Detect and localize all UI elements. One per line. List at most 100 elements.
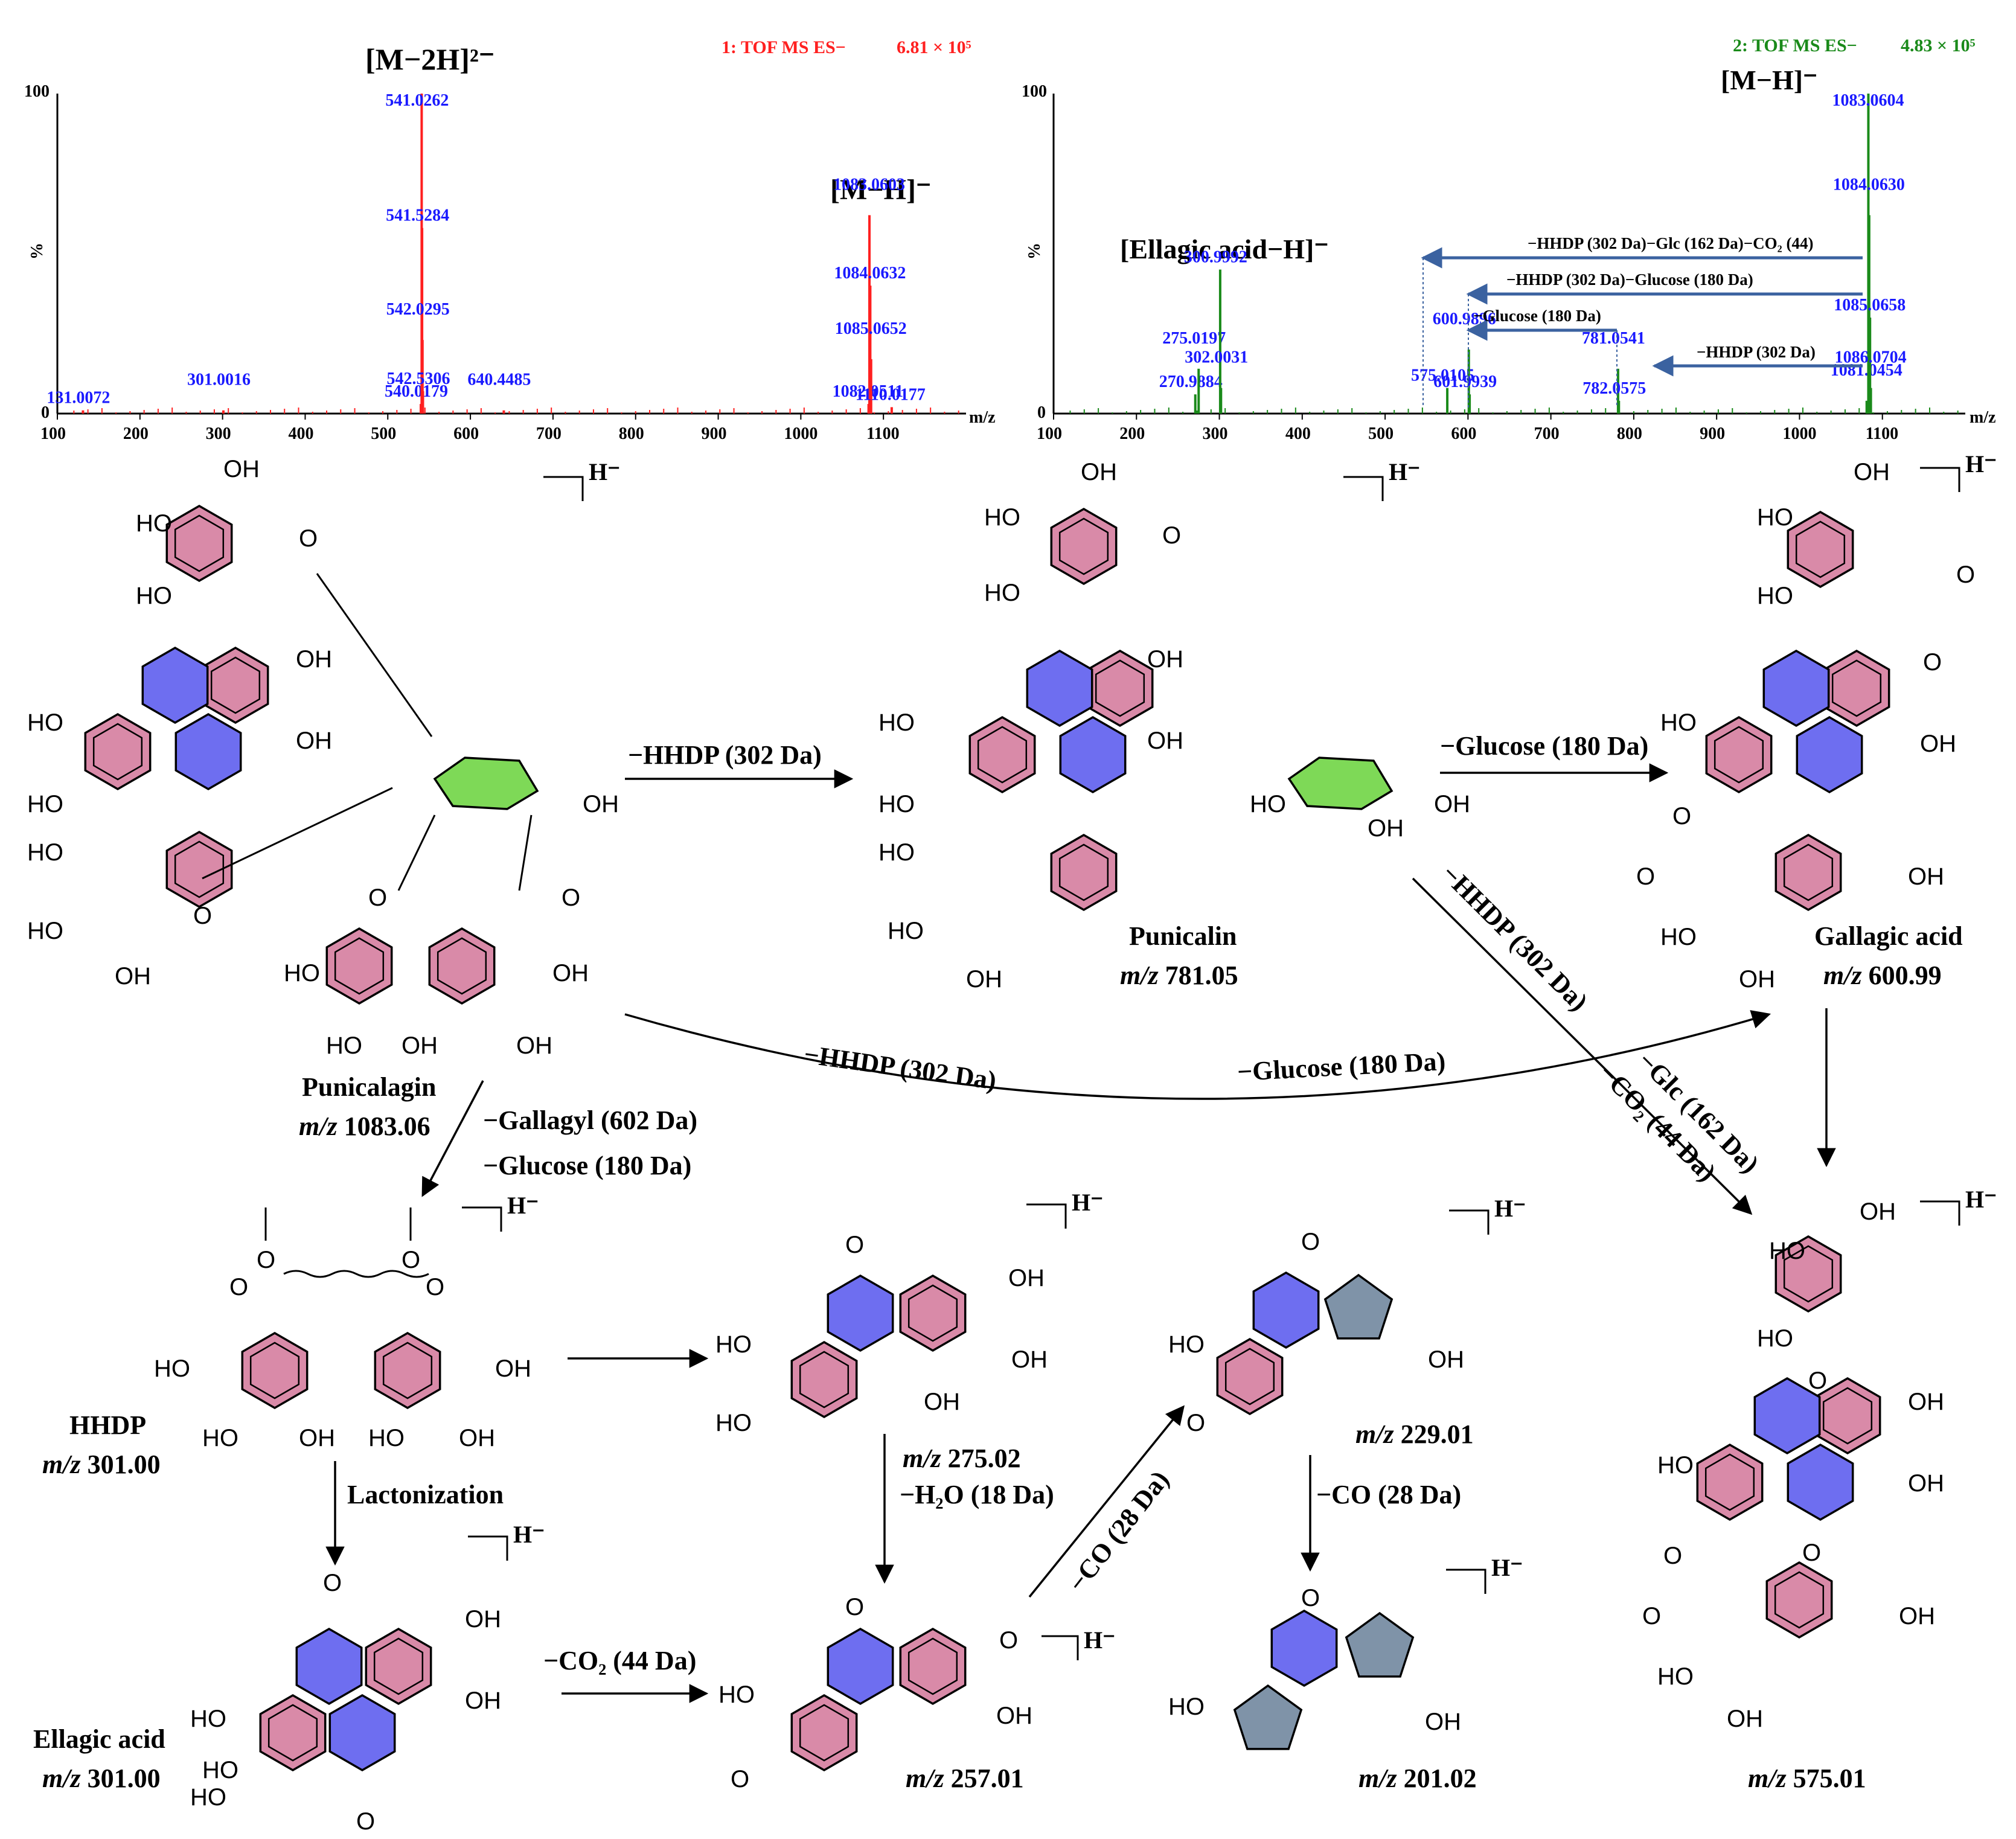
ellagic-structure: O OH OH HO HO HO O: [190, 1570, 501, 1835]
svg-text:OH: OH: [1147, 728, 1183, 754]
glucose-ring-icon: [1287, 756, 1394, 810]
nl-label-2: −HHDP (302 Da)−Glucose (180 Da): [1506, 270, 1753, 289]
neutral-loss-arrows: [1421, 247, 1863, 408]
spectrum1-x-unit: m/z: [969, 408, 996, 427]
svg-text:HO: HO: [1660, 924, 1697, 950]
spectrum2-ion-ellagic: [Ellagic acid−H]⁻: [1120, 234, 1329, 264]
spectrum2-y-top: 100: [1022, 82, 1047, 101]
svg-text:O: O: [368, 884, 387, 911]
svg-text:HO: HO: [715, 1410, 752, 1436]
svg-text:OH: OH: [296, 646, 332, 673]
punicalin-name: Punicalin: [1129, 921, 1237, 951]
x-tick-label: 800: [1617, 424, 1642, 443]
svg-text:HO: HO: [154, 1355, 190, 1382]
svg-text:O: O: [1808, 1367, 1827, 1394]
cyclopentadiene-ring-icon: [1345, 1611, 1415, 1678]
peak-label: 540.0179: [385, 382, 448, 401]
x-tick-label: 300: [1203, 424, 1228, 443]
svg-text:O: O: [356, 1808, 375, 1835]
svg-text:O: O: [1301, 1229, 1320, 1255]
peak-label: 1083.0604: [1832, 91, 1904, 110]
benzene-ring-icon: [1705, 715, 1773, 794]
svg-text:OH: OH: [465, 1687, 501, 1714]
lactone-ring-icon: [827, 1627, 894, 1706]
svg-text:OH: OH: [996, 1703, 1032, 1729]
gallagic-mz: m/z 600.99: [1823, 961, 1942, 990]
svg-text:O: O: [1162, 522, 1181, 549]
svg-text:HO: HO: [27, 709, 63, 736]
spectrum1-title: 1: TOF MS ES−: [722, 37, 846, 57]
svg-text:O: O: [1642, 1603, 1661, 1630]
svg-text:O: O: [845, 1232, 864, 1258]
hhdp-name: HHDP: [69, 1410, 146, 1440]
hhdp-mz: m/z 301.00: [42, 1450, 161, 1479]
p229-structure: O HO OH O: [1168, 1229, 1464, 1436]
benzene-ring-icon: [165, 830, 233, 909]
label-hhdp: −HHDP (302 Da): [628, 740, 822, 770]
lactone-ring-icon: [295, 1627, 363, 1706]
svg-text:HO: HO: [1657, 1663, 1694, 1690]
label-co-2: −CO (28 Da): [1316, 1480, 1461, 1509]
svg-text:OH: OH: [402, 1032, 438, 1059]
peak-label: 541.0262: [385, 91, 449, 110]
gallagic-charge: H⁻: [1965, 450, 1997, 478]
peak-label: 1085.0652: [835, 319, 907, 338]
label-gallagyl-glc: −Glucose (180 Da): [483, 1151, 691, 1180]
spectrum-2: 2: TOF MS ES− 4.83 × 10⁵ 100 % 0 m/z [M−…: [1022, 36, 1996, 443]
svg-text:HO: HO: [1657, 1452, 1694, 1479]
svg-text:O: O: [193, 903, 212, 929]
svg-text:O: O: [1636, 863, 1655, 890]
svg-text:OH: OH: [583, 791, 619, 817]
spectrum2-y-mid: %: [1025, 243, 1044, 260]
peak-label: 1084.0632: [834, 264, 906, 283]
hhdp-structure: O O O O HO HO OH HO OH OH: [154, 1207, 531, 1451]
svg-text:HO: HO: [718, 1681, 755, 1708]
gallagic-name: Gallagic acid: [1814, 921, 1963, 951]
peak-label: 1086.0704: [1835, 348, 1907, 367]
svg-text:OH: OH: [552, 960, 589, 987]
svg-text:OH: OH: [465, 1606, 501, 1633]
svg-text:HO: HO: [190, 1706, 226, 1732]
label-lactonization: Lactonization: [347, 1480, 504, 1509]
label-curve-glucose: −Glucose (180 Da): [1237, 1046, 1446, 1087]
label-co-1: −CO (28 Da): [1062, 1465, 1174, 1598]
svg-text:OH: OH: [1920, 731, 1956, 757]
lactone-ring-icon: [1270, 1609, 1338, 1687]
x-tick-label: 200: [123, 424, 149, 443]
glucose-ring-icon: [433, 756, 539, 810]
reaction-arrow-icon: [624, 1010, 1771, 1100]
lactone-ring-icon: [1796, 715, 1863, 794]
svg-text:OH: OH: [516, 1032, 552, 1059]
peak-label: 302.0031: [1185, 348, 1248, 367]
svg-text:O: O: [1301, 1585, 1320, 1611]
peak-label: 1081.0454: [1831, 361, 1902, 380]
cyclopentadiene-ring-icon: [1233, 1684, 1303, 1750]
svg-text:HO: HO: [368, 1425, 405, 1451]
svg-text:OH: OH: [115, 963, 151, 990]
benzene-ring-icon: [899, 1627, 967, 1706]
benzene-ring-icon: [374, 1331, 441, 1410]
p275-charge: H⁻: [1072, 1189, 1103, 1216]
svg-text:O: O: [426, 1274, 444, 1300]
spectrum-1: 1: TOF MS ES− 6.81 × 10⁵ 100 % 0 m/z [M−…: [24, 37, 996, 443]
svg-text:O: O: [229, 1274, 248, 1300]
svg-text:HO: HO: [888, 918, 924, 944]
svg-text:OH: OH: [1860, 1198, 1896, 1225]
svg-text:OH: OH: [296, 728, 332, 754]
benzene-ring-icon: [1696, 1443, 1764, 1521]
svg-text:OH: OH: [1011, 1346, 1048, 1373]
peak-label: 1084.0630: [1833, 175, 1905, 194]
ellagic-mz: m/z 301.00: [42, 1764, 161, 1793]
benzene-ring-icon: [1765, 1561, 1833, 1639]
svg-text:HO: HO: [1168, 1693, 1205, 1720]
svg-text:O: O: [845, 1594, 864, 1620]
peak-label: 781.0541: [1582, 329, 1645, 348]
x-tick-label: 900: [702, 424, 727, 443]
svg-text:O: O: [402, 1247, 420, 1273]
ellagic-name: Ellagic acid: [33, 1724, 165, 1754]
svg-text:HO: HO: [984, 580, 1020, 606]
peak-label: 575.0105: [1411, 366, 1474, 385]
benzene-ring-icon: [428, 927, 496, 1005]
nl-label-1: −HHDP (302 Da)−Glc (162 Da)−CO₂ (44): [1528, 234, 1813, 252]
